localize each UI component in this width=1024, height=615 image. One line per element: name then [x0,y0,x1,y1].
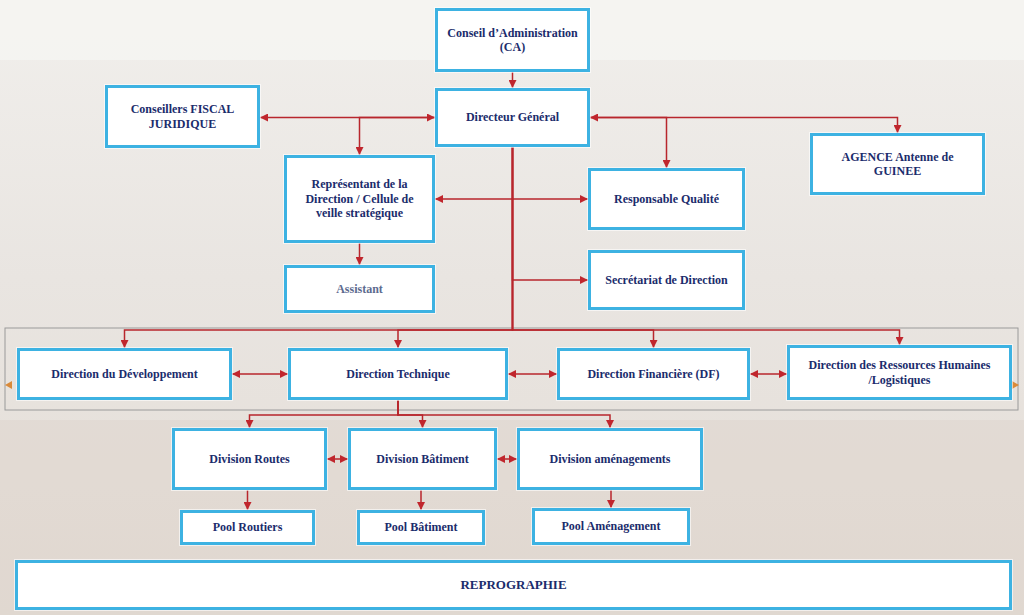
org-box: Directeur Général [435,88,590,147]
box-label: Secrétariat de Direction [605,273,727,287]
org-box: Pool Aménagement [532,508,690,545]
box-label: Division Bâtiment [376,452,468,466]
org-connector [750,373,787,375]
org-box: Division Routes [172,428,327,490]
org-box: Représentant de la Direction / Cellule d… [284,155,435,243]
org-connector [260,117,435,119]
org-connector [398,400,610,428]
table-shade [0,420,1024,615]
box-label: Direction des Ressources Humaines /Logis… [796,358,1003,387]
org-box: Direction Technique [288,348,508,400]
box-label: Pool Routiers [213,520,283,534]
org-box: Responsable Qualité [588,168,745,230]
org-connector [359,243,361,265]
org-connector [250,400,399,428]
org-connector [512,72,514,88]
org-connector [398,400,423,428]
box-label: Responsable Qualité [614,192,719,206]
org-connector [590,118,667,169]
box-label: Division Routes [209,452,289,466]
box-label: Direction du Développement [51,367,197,381]
group-frame [5,328,1018,410]
frame-arrow [5,381,12,389]
org-box: Secrétariat de Direction [588,250,745,310]
org-connector [420,490,422,510]
service-band: REPROGRAPHIE [15,560,1012,610]
box-label: Direction Technique [346,367,449,381]
org-connector [508,373,557,375]
frame-arrow [1012,381,1019,389]
box-label: Direction Financière (DF) [587,367,719,381]
org-box: Direction du Développement [17,348,232,400]
org-connector [513,147,589,280]
org-connector [435,198,588,200]
box-label: REPROGRAPHIE [460,577,566,593]
box-label: Directeur Général [466,110,559,124]
box-label: Conseil d’Administration (CA) [444,26,581,55]
org-box: Direction des Ressources Humaines /Logis… [787,345,1012,400]
org-connector [327,458,348,460]
org-connector [497,458,517,460]
org-connector [232,373,288,375]
box-label: Pool Aménagement [562,519,661,533]
org-connector [610,490,612,508]
org-connector [590,118,898,134]
org-connector [360,118,436,156]
box-label: AGENCE Antenne de GUINEE [819,150,976,179]
box-label: Assistant [336,282,383,296]
org-box: Division Bâtiment [348,428,497,490]
org-connector [125,147,513,348]
box-label: Conseillers FISCAL JURIDIQUE [114,102,251,131]
org-connector [247,490,249,510]
box-label: Pool Bâtiment [385,520,458,534]
org-box: Conseil d’Administration (CA) [435,8,590,72]
org-box: Division aménagements [517,428,703,490]
org-box: Conseillers FISCAL JURIDIQUE [105,85,260,148]
org-box: Direction Financière (DF) [557,348,750,400]
org-box: Pool Bâtiment [357,510,485,545]
org-box: Pool Routiers [180,510,315,545]
org-box: AGENCE Antenne de GUINEE [810,133,985,195]
box-label: Représentant de la Direction / Cellule d… [293,177,426,220]
org-box: Assistant [284,265,435,313]
box-label: Division aménagements [550,452,671,466]
